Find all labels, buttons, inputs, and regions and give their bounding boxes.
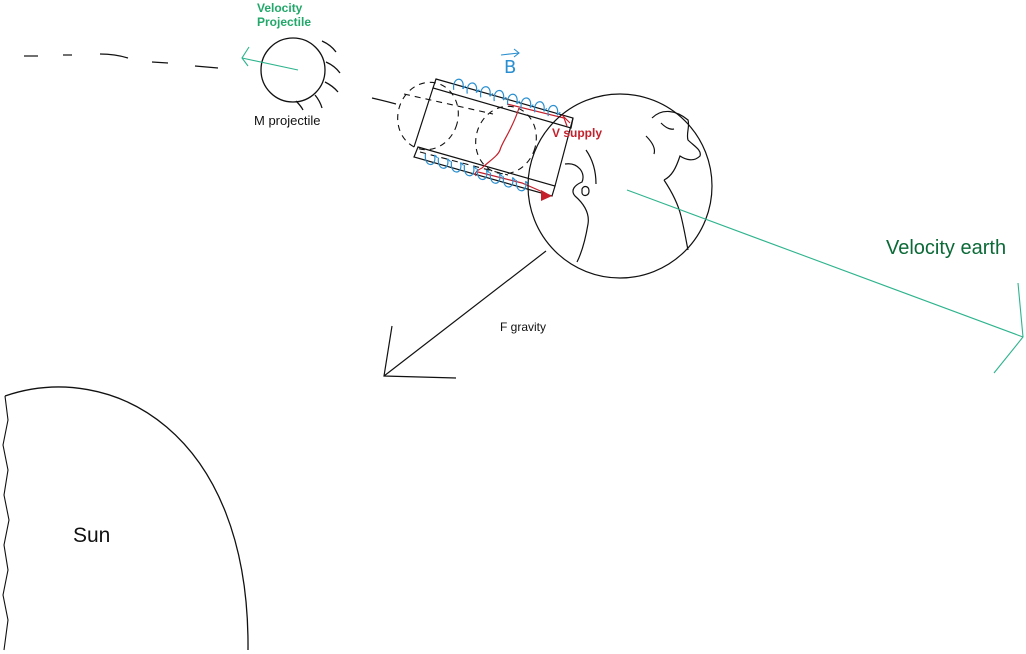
magnetic-field-loop-icon <box>480 86 494 98</box>
sun-disc-icon <box>4 386 249 651</box>
f-gravity-label: F gravity <box>500 320 547 334</box>
magnetic-field-loop-icon <box>520 97 534 109</box>
railgun-rails <box>413 78 574 197</box>
magnetic-field-loop-icon <box>507 93 521 105</box>
magnetic-field-loop-icon <box>437 157 451 169</box>
sun-left-edge <box>2 395 10 651</box>
b-field-label: B <box>504 57 517 78</box>
magnetic-field-loop-icon <box>547 104 561 117</box>
magnetic-field-loop-icon <box>463 165 477 177</box>
magnetic-field-loop-icon <box>450 161 464 173</box>
magnetic-field-loop-icon <box>489 172 503 184</box>
magnetic-field-loop-icon <box>453 78 467 90</box>
supply-arrowhead-icon <box>541 190 552 201</box>
projectile-sphere-icon <box>260 37 341 111</box>
magnetic-field-loop-icon <box>424 153 438 166</box>
m-projectile-label: M projectile <box>254 113 321 128</box>
gravity-force-arrow <box>383 250 547 379</box>
supply-current-wire <box>474 103 571 194</box>
velocity-projectile-label-line2: Projectile <box>257 14 312 29</box>
magnetic-field-loop-icon <box>466 82 480 94</box>
magnetic-field-loop-icon <box>493 89 507 102</box>
v-supply-label: V supply <box>552 126 603 140</box>
projectile-trajectory <box>24 53 397 105</box>
velocity-projectile-arrow <box>241 46 299 71</box>
magnetic-field-loop-icon <box>534 101 548 113</box>
velocity-earth-label: Velocity earth <box>886 237 1007 259</box>
velocity-projectile-label: Velocity Projectile <box>257 1 312 30</box>
b-vector-arrow-icon <box>500 48 520 58</box>
velocity-projectile-label-line1: Velocity <box>257 1 303 15</box>
magnetic-field-loop-icon <box>476 168 490 181</box>
magnetic-field-loops <box>424 78 561 192</box>
velocity-earth-arrow <box>626 189 1024 374</box>
sun-label: Sun <box>73 524 111 547</box>
earth-globe-icon <box>527 93 713 279</box>
magnetic-field-loop-icon <box>502 176 516 188</box>
